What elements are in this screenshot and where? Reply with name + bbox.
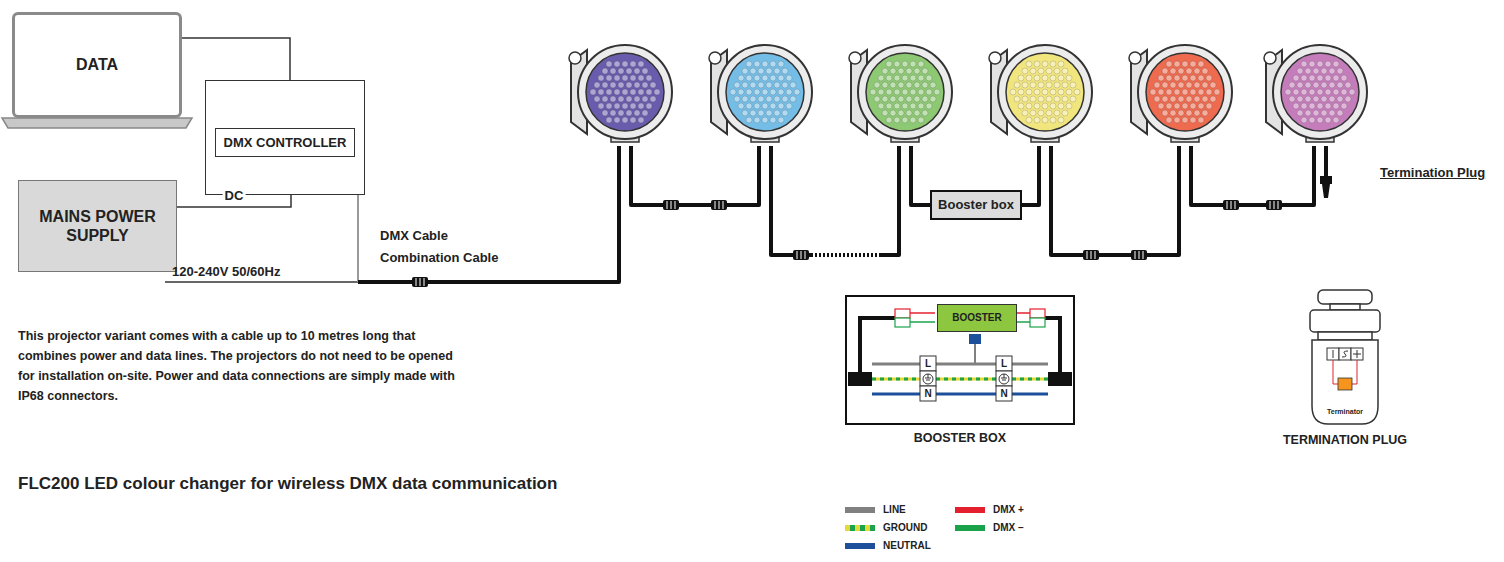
legend-item: DMX – — [955, 522, 1024, 533]
cable-connector — [663, 200, 679, 210]
chain-cable — [1051, 146, 1179, 255]
chain-cable — [631, 146, 759, 205]
legend-swatch — [845, 525, 875, 531]
terminal-label: L — [1001, 359, 1007, 369]
cable-label: DMX Cable — [380, 228, 448, 243]
long-cable-gap — [811, 253, 879, 257]
legend-swatch — [955, 525, 985, 531]
cable-connector — [711, 200, 727, 210]
led-projector — [1264, 45, 1367, 142]
cable-connector — [1083, 250, 1099, 260]
node-label: DMX CONTROLLER — [215, 128, 356, 158]
legend-label: GROUND — [883, 522, 927, 533]
legend-swatch — [845, 543, 875, 549]
legend-swatch — [955, 507, 985, 513]
legend-item: GROUND — [845, 522, 927, 533]
chain-cable — [1022, 146, 1039, 205]
led-projector — [709, 45, 812, 142]
illustration-group — [2, 45, 1380, 424]
booster-wiring — [848, 309, 1072, 401]
terminal-label: L — [925, 359, 931, 369]
led-projector — [849, 45, 952, 142]
chain-cable — [879, 146, 899, 255]
cable-connector — [1266, 200, 1282, 210]
led-projector — [1129, 45, 1232, 142]
connector — [182, 38, 290, 80]
callout-label: Termination Plug — [1380, 165, 1485, 180]
legend-label: DMX – — [993, 522, 1024, 533]
part-label: TERMINATION PLUG — [1283, 433, 1407, 447]
chain-cable — [771, 146, 811, 255]
combination-cable — [358, 146, 619, 282]
laptop-base — [2, 118, 192, 128]
booster-box-detail: BOOSTER BOXBOOSTER — [845, 295, 1075, 425]
part-label: Terminator — [1327, 408, 1363, 415]
note-text: This projector variant comes with a cabl… — [18, 326, 458, 406]
terminal-label: N — [1000, 389, 1007, 399]
legend-label: LINE — [883, 504, 906, 515]
legend-item: NEUTRAL — [845, 540, 931, 551]
cable-connector — [412, 277, 428, 287]
led-projector — [989, 45, 1092, 142]
node-label: BOOSTER — [952, 312, 1001, 324]
legend-label: NEUTRAL — [883, 540, 931, 551]
terminal-label: N — [924, 389, 931, 399]
legend-swatch — [845, 507, 875, 513]
diagram-title: FLC200 LED colour changer for wireless D… — [18, 474, 557, 494]
chain-cable — [1191, 146, 1314, 205]
node-label: BOOSTER BOX — [827, 431, 1093, 446]
node-label: DATA — [76, 55, 118, 74]
booster-module: BOOSTER — [937, 304, 1017, 332]
voltage-label: 120-240V 50/60Hz — [172, 264, 280, 279]
node-label: Booster box — [938, 197, 1014, 213]
mains-wire — [165, 281, 358, 283]
controller-box: DMX CONTROLLER — [205, 80, 365, 195]
legend-item: LINE — [845, 504, 906, 515]
laptop-screen: DATA — [12, 12, 182, 118]
termination-plug-drawing — [1310, 290, 1380, 424]
cable-connector — [1131, 250, 1147, 260]
node-label: MAINS POWER SUPPLY — [19, 207, 176, 245]
legend-label: DMX + — [993, 504, 1024, 515]
cable-connector — [793, 250, 809, 260]
cable-connector — [1223, 200, 1239, 210]
end-cable — [1324, 146, 1328, 178]
led-projector — [569, 45, 672, 142]
cable-label: Combination Cable — [380, 250, 498, 265]
legend-item: DMX + — [955, 504, 1024, 515]
dmx-cable — [357, 195, 359, 282]
booster-box: Booster box — [930, 190, 1022, 220]
edge-label: DC — [223, 188, 246, 203]
chain-cable — [911, 146, 930, 205]
termination-plug-small — [1320, 176, 1332, 198]
power-supply-box: MAINS POWER SUPPLY — [18, 180, 177, 272]
